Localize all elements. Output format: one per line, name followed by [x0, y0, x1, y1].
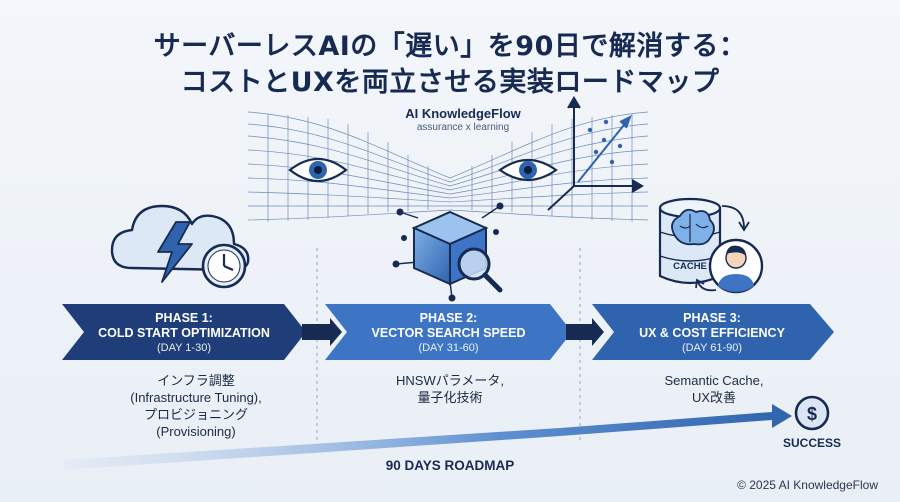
brand-tagline: assurance x learning — [416, 122, 510, 133]
magnifier-icon — [457, 247, 503, 293]
phase-3-name: UX & COST EFFICIENCY — [639, 326, 785, 340]
page-title-line-1: サーバーレスAIの「遅い」を90日で解消する： — [153, 31, 747, 62]
copyright-notice: © 2025 AI KnowledgeFlow — [737, 478, 878, 492]
svg-text:$: $ — [807, 404, 817, 424]
roadmap-label: 90 DAYS ROADMAP — [385, 458, 515, 473]
page-title-line-2: コストとUXを両立させる実装ロードマップ — [180, 67, 720, 98]
phase-2-title: PHASE 2: — [419, 311, 478, 325]
phase-3-arrow-shape — [592, 304, 834, 360]
phase-3-description: Semantic Cache, UX改善 — [614, 372, 814, 406]
phase-1-days: (DAY 1-30) — [156, 342, 211, 354]
phase-3-title: PHASE 3: — [683, 311, 741, 325]
clock-icon — [201, 243, 247, 289]
brand-logo: AI KnowledgeFlow assurance x learning — [383, 106, 543, 133]
success-label: SUCCESS — [782, 436, 841, 450]
phase-1-desc-line: (Infrastructure Tuning), — [130, 390, 262, 405]
phase-1-desc-line: (Provisioning) — [156, 424, 236, 439]
phase-3-banner: PHASE 3: UX & COST EFFICIENCY (DAY 61-90… — [614, 302, 810, 362]
phase-2-name: VECTOR SEARCH SPEED — [371, 326, 526, 340]
phase-1-banner: PHASE 1: COLD START OPTIMIZATION (DAY 1-… — [84, 302, 284, 362]
phase-connector-arrows — [302, 318, 604, 346]
flow-arrow-icon — [695, 205, 750, 292]
phase-2-desc-line: HNSWパラメータ, — [396, 373, 504, 388]
phase-3-desc-line: Semantic Cache, — [664, 373, 764, 388]
phase-2-description: HNSWパラメータ, 量子化技術 — [350, 372, 550, 406]
phase-1-desc-line: インフラ調整 — [157, 373, 235, 388]
phase-1-desc-line: プロビジョニング — [143, 407, 248, 422]
phase-2-desc-line: 量子化技術 — [417, 390, 483, 405]
eye-icon-left — [288, 158, 348, 182]
user-avatar-icon — [708, 238, 764, 294]
phase-2-arrow-shape — [325, 304, 572, 360]
eye-icon-right — [498, 159, 558, 181]
phase-1-title: PHASE 1: — [155, 311, 213, 325]
phase-2-banner: PHASE 2: VECTOR SEARCH SPEED (DAY 31-60) — [347, 302, 550, 362]
axes-chart-icon — [547, 96, 644, 211]
phase-3-days: (DAY 61-90) — [681, 342, 743, 354]
phase-1-name: COLD START OPTIMIZATION — [98, 326, 270, 340]
phase-3-desc-line: UX改善 — [691, 390, 737, 405]
brand-name: AI KnowledgeFlow — [405, 106, 521, 121]
phase-1-description: インフラ調整 (Infrastructure Tuning), プロビジョニング… — [96, 372, 296, 440]
roadmap-progress-arrow — [64, 404, 792, 470]
success-dollar-icon: $ — [794, 395, 830, 431]
phase-2-days: (DAY 31-60) — [418, 342, 479, 354]
vector-cube-icon — [392, 202, 504, 302]
brain-icon — [671, 208, 715, 246]
phase-1-arrow-shape — [62, 304, 306, 360]
cache-label: CACHE — [673, 261, 707, 272]
